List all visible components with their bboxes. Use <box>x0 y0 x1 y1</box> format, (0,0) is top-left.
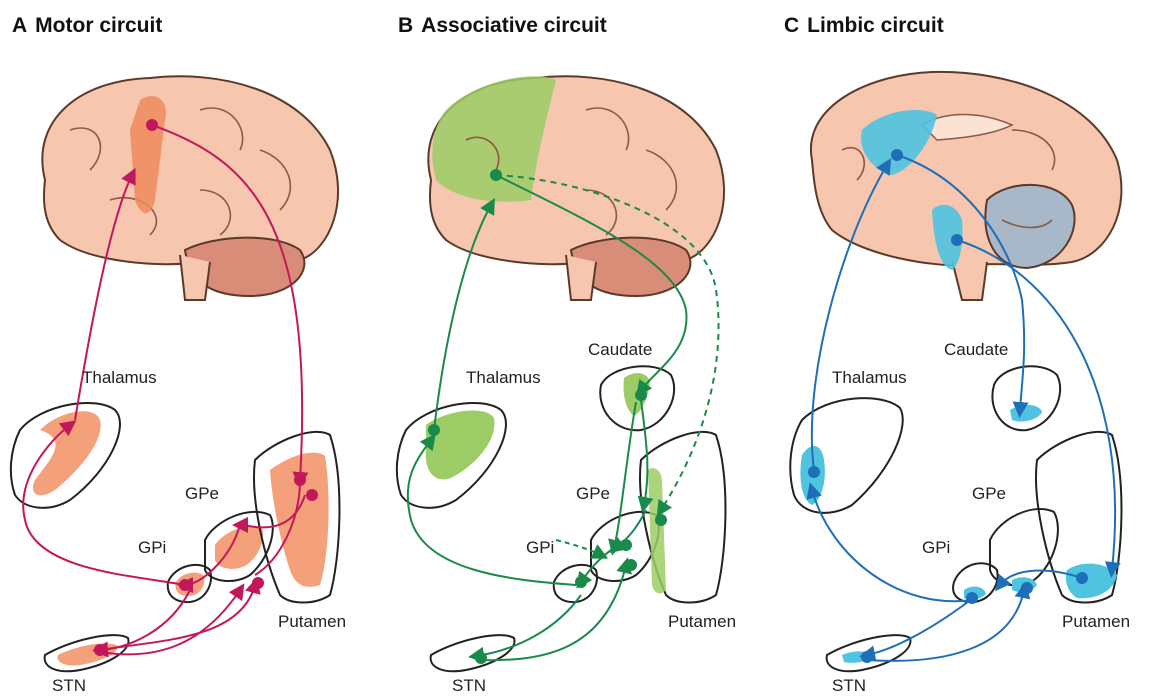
panel-title: B Associative circuit <box>398 14 607 38</box>
stn-outline <box>431 635 515 671</box>
label-caudate: Caudate <box>588 340 652 360</box>
panel-limbic-circuit: C Limbic circuit Caudate Thalamus GPe GPi… <box>772 0 1158 698</box>
panel-title-text: Associative circuit <box>421 14 607 37</box>
label-stn: STN <box>832 676 866 696</box>
label-thalamus: Thalamus <box>832 368 907 388</box>
panel-associative-circuit: B Associative circuit Caudate Thalamus GP… <box>386 0 772 698</box>
panel-letter: B <box>398 14 413 37</box>
brain-lateral-view <box>42 76 338 300</box>
associative-circuit-diagram <box>386 0 772 698</box>
label-gpi: GPi <box>138 538 166 558</box>
label-thalamus: Thalamus <box>82 368 157 388</box>
label-caudate: Caudate <box>944 340 1008 360</box>
panel-title-text: Motor circuit <box>35 14 162 37</box>
label-putamen: Putamen <box>668 612 736 632</box>
motor-circuit-diagram <box>0 0 386 698</box>
label-gpi: GPi <box>526 538 554 558</box>
brain-medial-view <box>811 72 1122 300</box>
panel-title: C Limbic circuit <box>784 14 944 38</box>
panel-title: A Motor circuit <box>12 14 162 38</box>
label-gpi: GPi <box>922 538 950 558</box>
label-putamen: Putamen <box>278 612 346 632</box>
label-putamen: Putamen <box>1062 612 1130 632</box>
label-thalamus: Thalamus <box>466 368 541 388</box>
gpe-outline <box>990 509 1058 585</box>
label-stn: STN <box>452 676 486 696</box>
panel-letter: A <box>12 14 27 37</box>
label-gpe: GPe <box>576 484 610 504</box>
panel-title-text: Limbic circuit <box>807 14 944 37</box>
label-stn: STN <box>52 676 86 696</box>
label-gpe: GPe <box>972 484 1006 504</box>
panel-letter: C <box>784 14 799 37</box>
label-gpe: GPe <box>185 484 219 504</box>
